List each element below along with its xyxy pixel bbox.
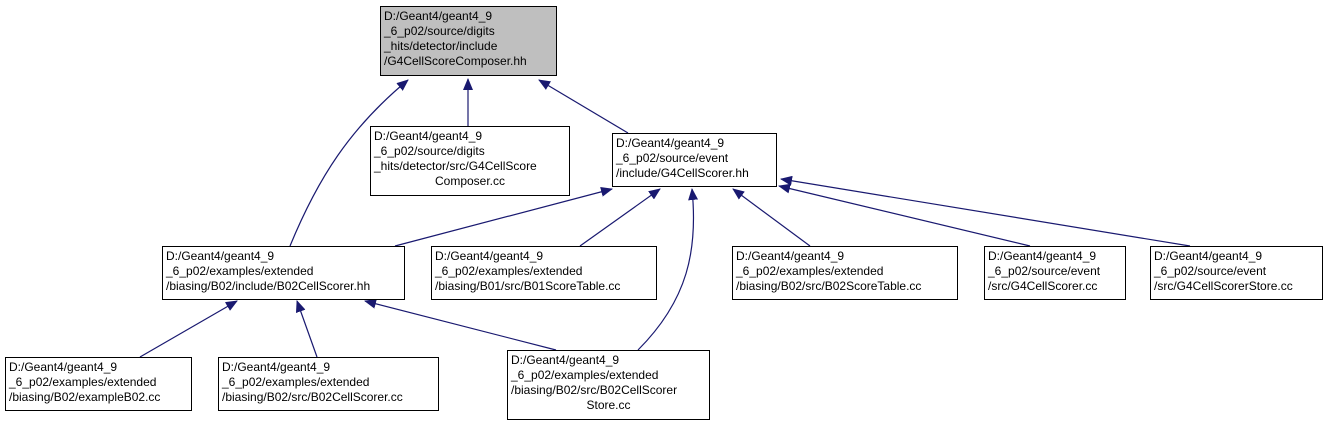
node-line: /src/G4CellScorer.cc [988,279,1098,293]
node-line: D:/Geant4/geant4_9 [1154,249,1263,263]
node-exampleb02-cc[interactable]: D:/Geant4/geant4_9 _6_p02/examples/exten… [5,357,192,411]
node-line: D:/Geant4/geant4_9 [988,249,1097,263]
node-line: _6_p02/examples/extended [9,375,157,389]
edge-n3-to-n2 [394,186,613,247]
node-line: D:/Geant4/geant4_9 [511,353,620,367]
node-line: /include/G4CellScorer.hh [616,166,749,180]
node-g4cellscorecomposer-cc[interactable]: D:/Geant4/geant4_9 _6_p02/source/digits … [370,126,570,196]
node-line: D:/Geant4/geant4_9 [374,129,483,143]
node-line: _6_p02/source/event [988,264,1101,278]
node-line: Composer.cc [434,174,506,188]
node-line: _6_p02/source/event [1154,264,1267,278]
edge-n5-to-n2 [732,188,811,247]
edge-n9-to-n3 [295,300,318,358]
node-b02cellscorerstore-cc[interactable]: D:/Geant4/geant4_9 _6_p02/examples/exten… [507,350,710,420]
node-line: D:/Geant4/geant4_9 [166,249,275,263]
node-g4cellscorer-cc[interactable]: D:/Geant4/geant4_9 _6_p02/source/event /… [984,246,1126,300]
node-line: Store.cc [586,398,631,412]
node-line: _6_p02/examples/extended [736,264,884,278]
node-line: /biasing/B02/src/B02CellScorer [511,383,678,397]
node-b02cellscorer-cc[interactable]: D:/Geant4/geant4_9 _6_p02/examples/exten… [218,357,439,411]
node-line: /biasing/B02/src/B02ScoreTable.cc [736,279,922,293]
node-line: _hits/detector/src/G4CellScore [374,159,537,173]
node-line: D:/Geant4/geant4_9 [384,9,493,23]
edge-n2-to-n0 [538,79,629,134]
node-line: D:/Geant4/geant4_9 [736,249,845,263]
edge-n3-to-n0 [289,79,409,247]
node-b02scoretable-cc[interactable]: D:/Geant4/geant4_9 _6_p02/examples/exten… [732,246,958,300]
node-line: /src/G4CellScorerStore.cc [1154,279,1293,293]
node-line: _6_p02/examples/extended [435,264,583,278]
node-g4cellscorer-hh[interactable]: D:/Geant4/geant4_9 _6_p02/source/event /… [612,133,777,187]
node-b02cellscorer-hh[interactable]: D:/Geant4/geant4_9 _6_p02/examples/exten… [162,246,405,300]
node-line: D:/Geant4/geant4_9 [616,136,725,150]
node-line: /biasing/B02/src/B02CellScorer.cc [222,390,403,404]
node-line: /biasing/B01/src/B01ScoreTable.cc [435,279,621,293]
node-line: D:/Geant4/geant4_9 [9,360,118,374]
node-line: /biasing/B02/exampleB02.cc [9,390,161,404]
edge-n7-to-n2 [780,175,1191,247]
node-line: _6_p02/examples/extended [511,368,659,382]
node-line: D:/Geant4/geant4_9 [222,360,331,374]
node-g4cellscorerstore-cc[interactable]: D:/Geant4/geant4_9 _6_p02/source/event /… [1150,246,1323,300]
node-line: _6_p02/examples/extended [222,375,370,389]
node-line: /biasing/B02/include/B02CellScorer.hh [166,279,371,293]
edge-n4-to-n2 [579,188,661,247]
node-line: D:/Geant4/geant4_9 [435,249,544,263]
edge-n10-to-n3 [364,298,557,351]
edge-n10-to-n2 [637,188,699,351]
node-line: _6_p02/source/digits [384,24,495,38]
node-g4cellscorecomposer-hh[interactable]: D:/Geant4/geant4_9 _6_p02/source/digits … [380,6,557,76]
node-line: _6_p02/examples/extended [166,264,314,278]
edges [139,78,1191,358]
node-line: /G4CellScoreComposer.hh [384,54,527,68]
node-line: _6_p02/source/digits [374,144,485,158]
edge-n8-to-n3 [139,300,238,358]
node-line: _hits/detector/include [384,39,498,53]
node-line: _6_p02/source/event [616,151,729,165]
node-b01scoretable-cc[interactable]: D:/Geant4/geant4_9 _6_p02/examples/exten… [431,246,657,300]
edge-n6-to-n2 [778,183,1031,247]
